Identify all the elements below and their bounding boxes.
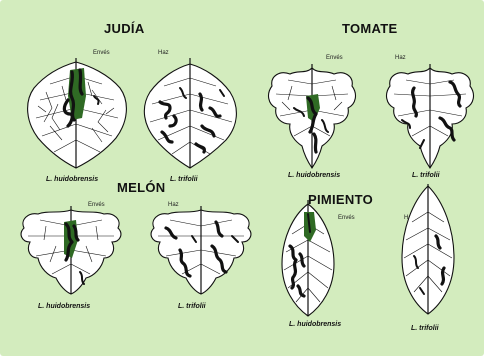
leaf-judia-trifolii xyxy=(140,56,240,171)
leaf-pimiento-huidobrensis xyxy=(278,200,338,318)
species-tomate-right: L. trifolii xyxy=(412,172,440,179)
species-pimiento-left: L. huidobrensis xyxy=(289,321,341,328)
species-judia-left: L. huidobrensis xyxy=(46,176,98,183)
leaf-tomate-trifolii xyxy=(380,60,480,170)
leaf-tomate-huidobrensis xyxy=(262,60,362,170)
section-title-melon: MELÓN xyxy=(117,180,165,195)
section-title-judia: JUDÍA xyxy=(104,21,145,36)
species-melon-left: L. huidobrensis xyxy=(38,303,90,310)
species-tomate-left: L. huidobrensis xyxy=(288,172,340,179)
section-title-tomate: TOMATE xyxy=(342,21,397,36)
leaf-judia-huidobrensis xyxy=(22,56,132,171)
label-pimiento-enves: Envés xyxy=(338,215,355,221)
leaf-melon-trifolii xyxy=(146,206,256,296)
species-melon-right: L. trifolii xyxy=(178,303,206,310)
leaf-pimiento-trifolii xyxy=(398,184,458,316)
species-pimiento-right: L. trifolii xyxy=(411,325,439,332)
leaf-melon-huidobrensis xyxy=(16,206,126,296)
species-judia-right: L. trifolii xyxy=(170,176,198,183)
